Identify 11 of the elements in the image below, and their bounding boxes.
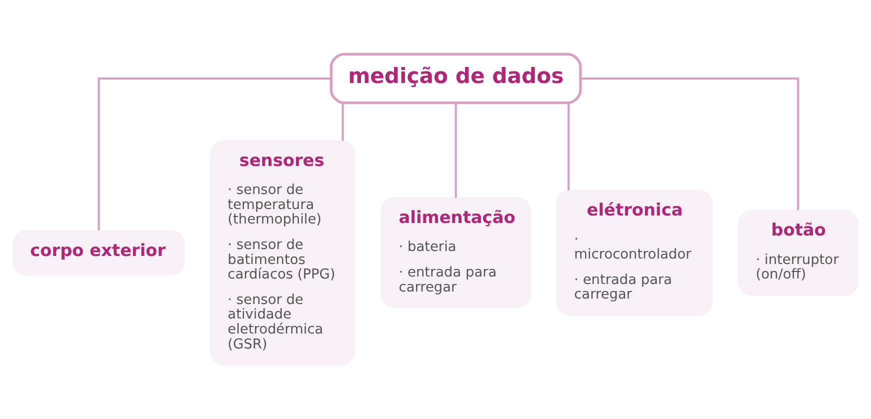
connector (568, 103, 570, 190)
connector (98, 77, 331, 230)
node-box: elétronica · microcontrolador · entrada para carregar (556, 190, 713, 316)
connector (580, 77, 800, 210)
node-box: medição de dados (330, 52, 582, 104)
node-box: alimentação · bateria · entrada para carregar (380, 197, 531, 308)
node-box: botão · interruptor (on/off) (738, 210, 858, 296)
node-box: sensores · sensor de temperatura (thermophile) · sensor de batimentos cardíacos (PPG) · sensor de atividade eletrodérmica (GSR) (210, 140, 355, 366)
connector (454, 103, 457, 198)
connector (342, 103, 344, 141)
node-box: corpo exterior (12, 230, 185, 276)
